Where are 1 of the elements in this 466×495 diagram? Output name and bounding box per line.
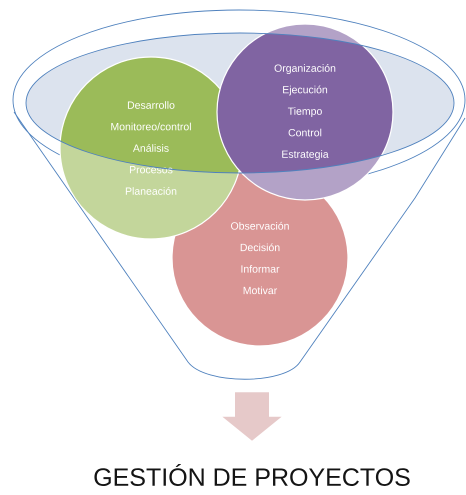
title-text: GESTIÓN DE PROYECTOS bbox=[94, 464, 410, 486]
